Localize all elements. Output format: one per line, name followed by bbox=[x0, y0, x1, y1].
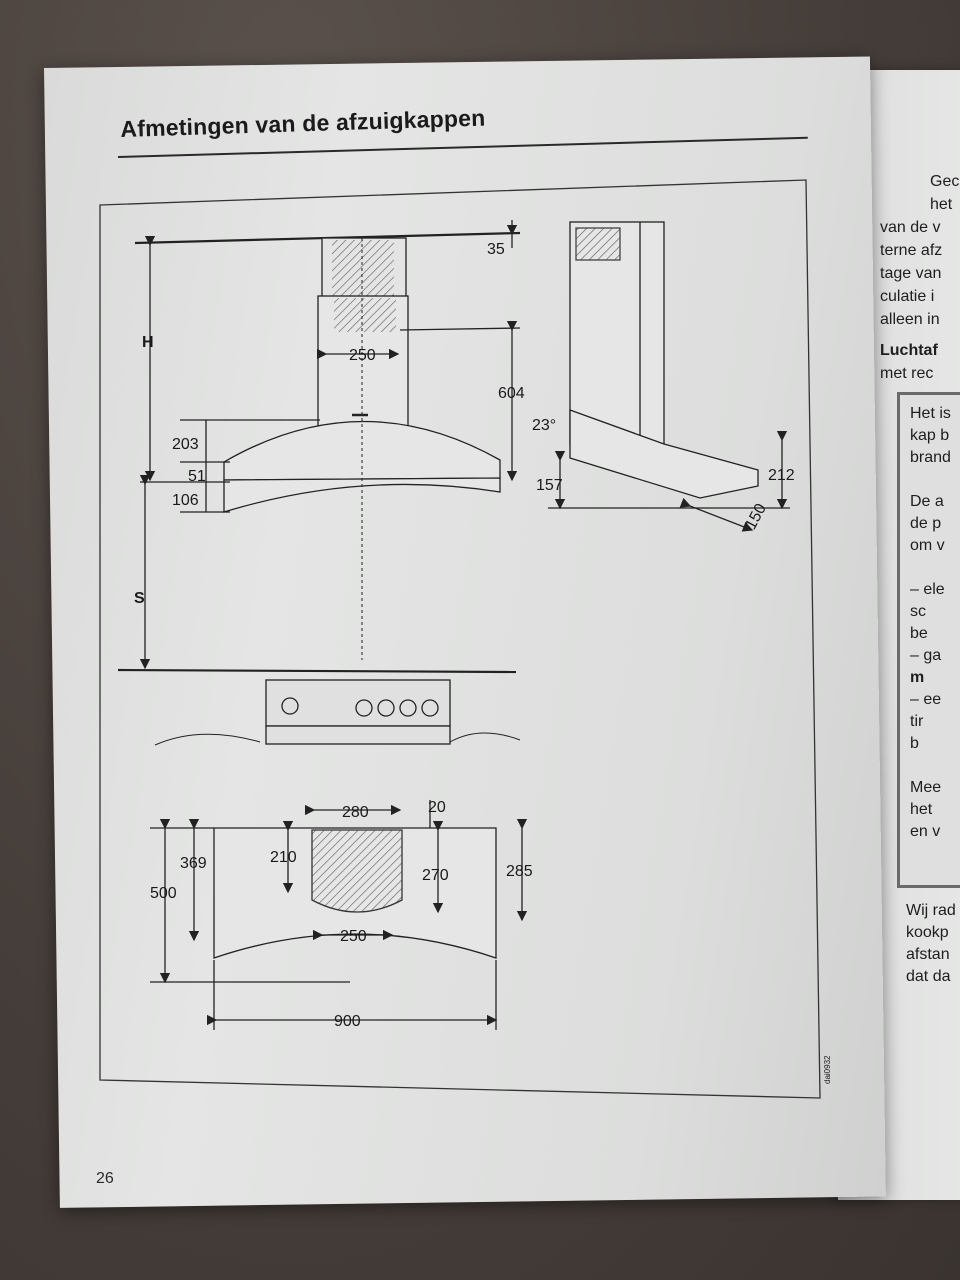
box-line: Mee bbox=[910, 779, 942, 796]
box-line: en v bbox=[910, 823, 941, 840]
stove-knob bbox=[399, 699, 417, 717]
dim-duct-depth-right: 270 bbox=[422, 867, 449, 884]
box-line bbox=[900, 557, 960, 579]
page-number: 26 bbox=[96, 1170, 114, 1187]
dim-top-gap: 35 bbox=[487, 241, 505, 258]
box-line: de p bbox=[910, 515, 942, 532]
dim-lower-height: 106 bbox=[172, 492, 199, 509]
dim-duct-width-top: 280 bbox=[342, 804, 369, 821]
dim-hood-depth-right: 285 bbox=[506, 863, 533, 880]
box-line: m bbox=[910, 669, 925, 686]
box-line: sc bbox=[910, 603, 926, 620]
stove-knob bbox=[355, 699, 373, 717]
box-line: b bbox=[910, 735, 919, 752]
text-line: het bbox=[930, 196, 953, 213]
section-heading: Luchtaf bbox=[880, 342, 938, 359]
dim-front-height: 157 bbox=[536, 477, 563, 494]
dim-angle: 23° bbox=[532, 417, 556, 434]
dim-duct-width-bottom: 250 bbox=[340, 928, 367, 945]
text-line: dat da bbox=[906, 968, 951, 985]
box-line: – ee bbox=[910, 691, 942, 708]
box-line: brand bbox=[910, 449, 951, 466]
dim-total-width: 900 bbox=[334, 1013, 361, 1030]
figure-frame bbox=[99, 179, 821, 1099]
text-line: culatie i bbox=[880, 288, 935, 305]
box-line: om v bbox=[910, 537, 945, 554]
text-line: afstan bbox=[906, 946, 950, 963]
stove-knob bbox=[421, 699, 439, 717]
box-line: tir bbox=[910, 713, 924, 730]
dim-duct-width: 250 bbox=[349, 347, 376, 364]
top-view bbox=[150, 800, 528, 1030]
box-line: De a bbox=[910, 493, 944, 510]
box-line: kap b bbox=[910, 427, 950, 444]
box-line: – ga bbox=[910, 647, 942, 664]
text-line: van de v bbox=[880, 219, 941, 236]
box-line bbox=[900, 755, 960, 777]
dim-chimney-height: 604 bbox=[498, 385, 525, 402]
dim-duct-offset: 20 bbox=[428, 799, 446, 816]
dim-total-depth: 500 bbox=[150, 885, 177, 902]
dim-rear-height: 212 bbox=[768, 467, 795, 484]
text-line: Wij rad bbox=[906, 902, 956, 919]
front-view bbox=[117, 220, 521, 746]
text-line: kookp bbox=[906, 924, 949, 941]
text-line: Gec bbox=[930, 173, 960, 190]
box-line bbox=[900, 469, 960, 491]
stove-knob bbox=[281, 697, 299, 715]
text-line: terne afz bbox=[880, 242, 943, 259]
figure-code: dai0932 bbox=[823, 1055, 832, 1084]
right-page-footer-text: Wij rad kookp afstan dat da bbox=[906, 900, 960, 988]
box-line: het bbox=[910, 801, 933, 818]
dim-hood-height: 203 bbox=[172, 436, 199, 453]
label-h: H bbox=[142, 334, 154, 351]
dim-inner-depth: 369 bbox=[180, 855, 207, 872]
box-line: be bbox=[910, 625, 928, 642]
side-view bbox=[548, 221, 790, 532]
text-line: alleen in bbox=[880, 311, 940, 328]
info-box: Het is kap b brand De a de p om v – ele … bbox=[897, 392, 960, 888]
right-page-text: Gec het van de v terne afz tage van cula… bbox=[880, 170, 960, 385]
box-line: Het is bbox=[910, 405, 951, 422]
text-line: tage van bbox=[880, 265, 942, 282]
text-line: met rec bbox=[880, 365, 934, 382]
box-line: – ele bbox=[910, 581, 945, 598]
dim-glass-depth: 150 bbox=[742, 501, 770, 533]
dim-lip-height: 51 bbox=[188, 468, 206, 485]
dim-duct-depth-left: 210 bbox=[270, 849, 297, 866]
label-s: S bbox=[134, 590, 145, 607]
stove-knob bbox=[377, 699, 395, 717]
